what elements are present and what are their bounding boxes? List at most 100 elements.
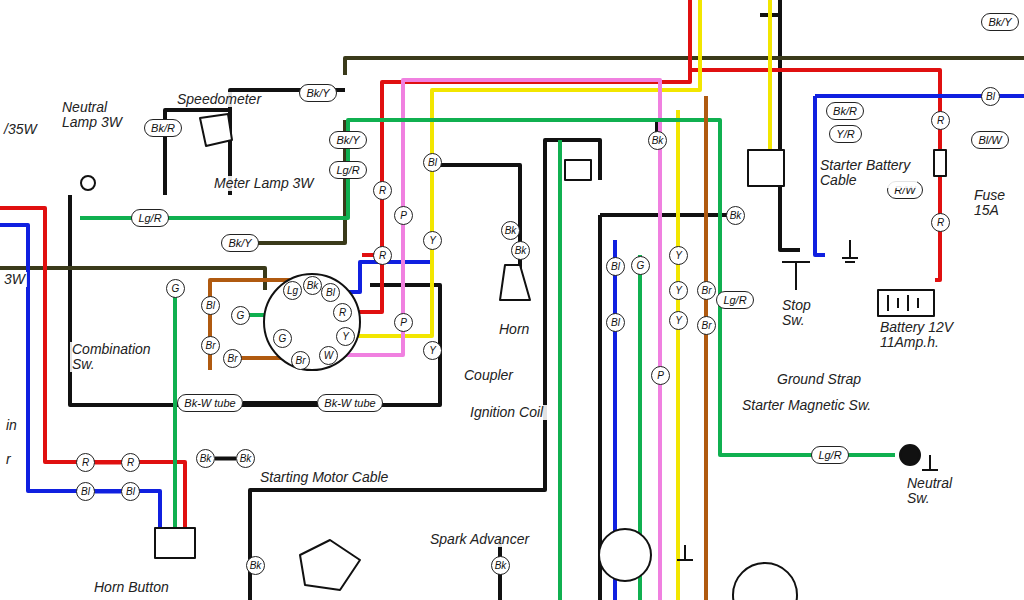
wire-color-code: G	[637, 260, 645, 271]
black-wires	[70, 0, 800, 600]
yellow-wires	[345, 0, 770, 600]
component-symbols	[81, 114, 946, 600]
wire-color-code: Bk-W tube	[184, 397, 235, 409]
component-label: Starting Motor Cable	[258, 470, 390, 485]
brown-wires	[210, 96, 706, 600]
wire-color-code: R	[379, 185, 386, 196]
component-label: in	[4, 418, 19, 433]
wire-color-code: Bl	[611, 317, 620, 328]
wire-connector	[95, 461, 121, 465]
fuse-symbol	[934, 150, 946, 176]
wire-color-pill: Bk/R	[826, 102, 864, 120]
wire-color-code: Br	[206, 340, 216, 351]
wire-color-tag: Bk	[236, 449, 255, 468]
component-label: Horn Button	[92, 580, 171, 595]
component-label: 3W	[2, 272, 27, 287]
wire-color-tag: Bl	[423, 153, 442, 172]
wire-color-pill: Lg/R	[811, 446, 849, 464]
component-label: Battery 12V 11Amp.h.	[878, 320, 977, 350]
wire-color-pill: Lg/R	[716, 291, 754, 309]
wire-color-code: Bl	[428, 157, 437, 168]
ignition-coil-symbol	[565, 160, 591, 180]
wire-color-tag: Br	[201, 336, 220, 355]
wire-color-pill: Bk/Y	[221, 234, 259, 252]
wire-color-pill: Bk/Y	[329, 131, 367, 149]
component-label: Ground Strap	[775, 372, 863, 387]
wire-color-code: R	[127, 457, 134, 468]
wire-color-code: R	[379, 250, 386, 261]
wire-color-tag: Y	[423, 231, 442, 250]
wire-color-pill: Y/R	[829, 125, 862, 143]
wire-color-tag: R	[76, 453, 95, 472]
spark-advancer-symbol	[599, 529, 651, 581]
wire-color-code: G	[172, 283, 180, 294]
wire-color-code: Y	[429, 235, 436, 246]
wire-color-tag: Bk	[511, 241, 530, 260]
wire-color-code: Bk/R	[833, 105, 857, 117]
wire-color-tag: R	[373, 246, 392, 265]
neutral-switch-symbol	[900, 445, 920, 465]
wire-color-tag: W	[319, 346, 338, 365]
wire-color-code: R	[937, 217, 944, 228]
starting-motor-symbol	[300, 540, 360, 590]
wire-color-code: Bk	[730, 210, 742, 221]
wire-color-tag: P	[651, 366, 670, 385]
wire-color-pill: Bk-W tube	[317, 394, 383, 412]
wire-color-code: Bk/R	[151, 122, 175, 134]
wire-color-code: Bk/Y	[306, 87, 329, 99]
wire-color-code: Lg/R	[818, 449, 841, 461]
component-label: Fuse 15A	[972, 188, 1024, 218]
wire-color-code: P	[400, 317, 407, 328]
wire-color-tag: R	[373, 181, 392, 200]
wire-color-code: Bk	[240, 453, 252, 464]
wire-color-pill: Bk-W tube	[177, 394, 243, 412]
ground-symbol	[842, 240, 858, 262]
wire-color-code: Bl	[81, 486, 90, 497]
wire-color-tag: Y	[669, 246, 688, 265]
wire-color-code: Y	[342, 331, 349, 342]
wire-color-code: Y/R	[836, 128, 854, 140]
wire-color-tag: Y	[336, 327, 355, 346]
wire-color-pill: Bk/Y	[981, 13, 1019, 31]
wire-color-tag: Bk	[303, 276, 322, 295]
wire-color-pill: Bk/R	[144, 119, 182, 137]
wire-color-tag: G	[273, 329, 292, 348]
wire-color-pill: Lg/R	[329, 161, 367, 179]
wire-color-tag: P	[394, 206, 413, 225]
component-label: Coupler	[462, 368, 515, 383]
component-label: /35W	[2, 122, 39, 137]
wire-color-tag: Lg	[283, 281, 302, 300]
wire-color-code: Y	[429, 345, 436, 356]
wire-connector	[243, 401, 317, 405]
wire-color-code: Br	[702, 285, 712, 296]
wire-color-tag: R	[931, 213, 950, 232]
wire-color-code: R	[937, 115, 944, 126]
wire-color-tag: Bk	[501, 221, 520, 240]
component-label: Speedometer	[175, 92, 263, 107]
wire-color-tag: R	[121, 453, 140, 472]
wire-color-code: Bk	[495, 560, 507, 571]
wire-color-code: Br	[702, 320, 712, 331]
battery-symbol	[878, 290, 934, 316]
combination-switch	[264, 274, 360, 370]
wire-color-code: G	[237, 310, 245, 321]
component-label: Spark Advancer	[428, 532, 531, 547]
wire-color-code: Bl	[126, 486, 135, 497]
blue-wires	[0, 96, 1024, 600]
wire-color-code: Br	[228, 353, 238, 364]
ground-symbol	[677, 545, 693, 560]
wire-color-code: W	[324, 350, 333, 361]
wire-color-tag: G	[231, 306, 250, 325]
wire-color-tag: G	[166, 279, 185, 298]
wire-color-tag: R	[333, 303, 352, 322]
wire-color-tag: Br	[697, 281, 716, 300]
wire-color-code: Bl	[326, 287, 335, 298]
wire-color-code: Bl	[611, 261, 620, 272]
wire-color-code: P	[400, 210, 407, 221]
wire-color-tag: Y	[423, 341, 442, 360]
wire-color-tag: Br	[223, 349, 242, 368]
wire-color-code: Bk	[307, 280, 319, 291]
wire-color-code: Bk	[200, 453, 212, 464]
